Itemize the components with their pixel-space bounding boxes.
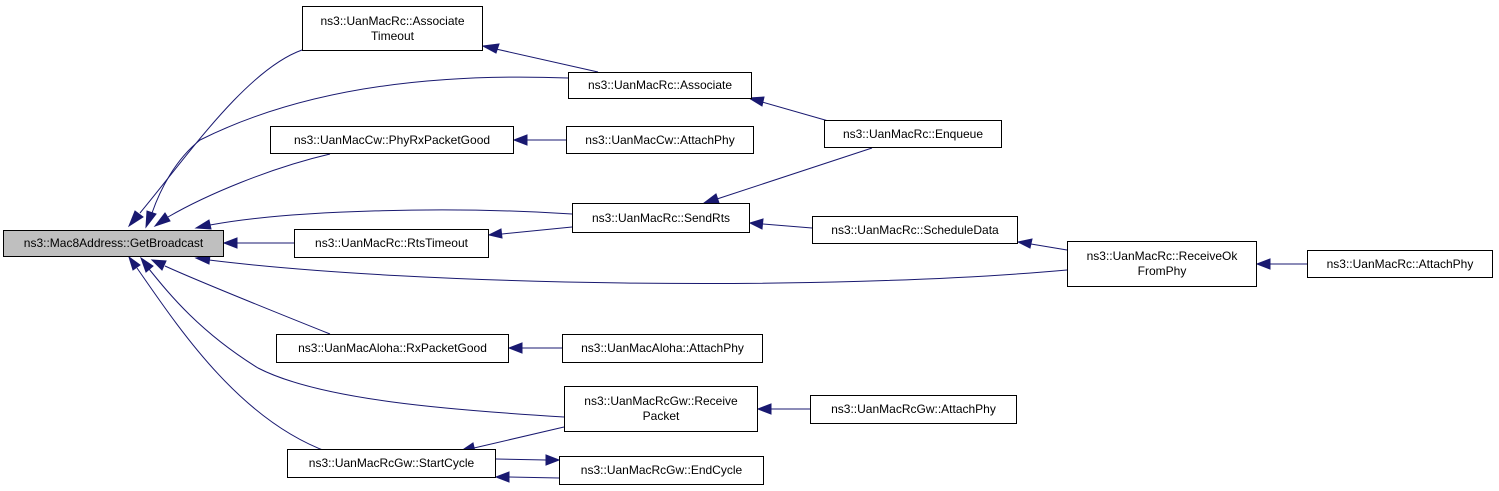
node-rx-packet-good-label: ns3::UanMacAloha::RxPacketGood [298, 341, 487, 355]
edge-send-rts-to-rts-timeout-arrowhead [487, 228, 503, 239]
node-end-cycle-label: ns3::UanMacRcGw::EndCycle [580, 463, 743, 477]
edge-enqueue-to-associate-arrowhead [747, 96, 765, 107]
node-phy-rx-packet-good[interactable]: ns3::UanMacCw::PhyRxPacketGood [270, 126, 514, 154]
node-gw-attach-phy[interactable]: ns3::UanMacRcGw::AttachPhy [810, 395, 1017, 424]
node-receive-ok-from-phy[interactable]: ns3::UanMacRc::ReceiveOk FromPhy [1067, 241, 1257, 287]
node-associate-timeout-label-line1: ns3::UanMacRc::Associate [320, 13, 465, 28]
edge-phy-rx-packet-good-to-root [167, 153, 331, 218]
node-gw-attach-phy-label: ns3::UanMacRcGw::AttachPhy [831, 402, 996, 416]
edge-associate-timeout-to-root-arrowhead [127, 210, 144, 228]
edge-associate-to-associate-timeout [495, 48, 599, 73]
node-end-cycle[interactable]: ns3::UanMacRcGw::EndCycle [559, 456, 764, 485]
edge-start-cycle-to-root [136, 267, 329, 453]
edge-send-rts-to-root [209, 209, 573, 226]
node-rts-timeout[interactable]: ns3::UanMacRc::RtsTimeout [294, 229, 489, 258]
edge-send-rts-to-rts-timeout [501, 226, 573, 235]
edge-enqueue-to-send-rts-arrowhead [702, 193, 720, 204]
edge-aloha-attach-phy-to-rx-packet-good-arrowhead [507, 342, 523, 354]
node-cw-attach-phy[interactable]: ns3::UanMacCw::AttachPhy [566, 126, 754, 154]
edge-schedule-data-to-send-rts [762, 223, 813, 229]
node-root-label: ns3::Mac8Address::GetBroadcast [23, 236, 204, 250]
edge-start-cycle-to-end-cycle-arrowhead [545, 454, 561, 466]
edge-receive-packet-to-root [148, 268, 565, 418]
edge-receive-ok-to-schedule-data-arrowhead [1016, 238, 1033, 249]
node-root: ns3::Mac8Address::GetBroadcast [3, 230, 224, 257]
node-schedule-data-label: ns3::UanMacRc::ScheduleData [831, 222, 999, 237]
node-cw-attach-phy-label: ns3::UanMacCw::AttachPhy [585, 132, 735, 147]
edge-start-cycle-to-end-cycle [495, 458, 547, 461]
node-phy-rx-packet-good-label: ns3::UanMacCw::PhyRxPacketGood [293, 132, 491, 147]
edge-enqueue-to-send-rts [716, 147, 873, 200]
node-receive-packet[interactable]: ns3::UanMacRcGw::Receive Packet [564, 386, 758, 432]
node-receive-ok-from-phy-label-line2: FromPhy [1137, 264, 1187, 278]
edge-associate-timeout-to-root [139, 49, 303, 214]
node-rc-attach-phy-label: ns3::UanMacRc::AttachPhy [1326, 256, 1474, 271]
node-rx-packet-good[interactable]: ns3::UanMacAloha::RxPacketGood [276, 334, 509, 363]
edge-associate-to-root-arrowhead [145, 210, 157, 229]
edge-gw-attach-phy-to-receive-packet-arrowhead [756, 403, 772, 415]
edge-start-cycle-to-root-arrowhead [128, 255, 141, 271]
edge-end-cycle-to-start-cycle [508, 476, 560, 479]
edge-rx-packet-good-to-root [164, 265, 331, 335]
edge-receive-ok-to-schedule-data [1030, 243, 1068, 251]
node-receive-packet-label-line1: ns3::UanMacRcGw::Receive [584, 394, 738, 408]
node-rts-timeout-label: ns3::UanMacRc::RtsTimeout [315, 236, 468, 250]
edge-associate-to-root [151, 76, 569, 214]
node-start-cycle-label: ns3::UanMacRcGw::StartCycle [308, 456, 475, 470]
node-receive-ok-from-phy-label-line1: ns3::UanMacRc::ReceiveOk [1086, 249, 1238, 263]
node-associate-timeout[interactable]: ns3::UanMacRc::Associate Timeout [302, 6, 483, 51]
edge-rc-attach-phy-to-receive-ok-arrowhead [1255, 258, 1271, 270]
edge-receive-ok-to-root [208, 259, 1068, 284]
edge-enqueue-to-associate [761, 101, 833, 123]
node-rc-attach-phy[interactable]: ns3::UanMacRc::AttachPhy [1307, 250, 1493, 278]
edge-receive-packet-to-start-cycle [473, 426, 565, 449]
node-aloha-attach-phy-label: ns3::UanMacAloha::AttachPhy [581, 341, 744, 355]
node-associate-label: ns3::UanMacRc::Associate [587, 78, 733, 92]
node-associate[interactable]: ns3::UanMacRc::Associate [568, 72, 752, 99]
edge-rx-packet-good-to-root-arrowhead [150, 259, 167, 271]
node-aloha-attach-phy[interactable]: ns3::UanMacAloha::AttachPhy [562, 334, 763, 363]
edge-end-cycle-to-start-cycle-arrowhead [494, 471, 510, 483]
node-receive-packet-label-line2: Packet [642, 409, 680, 423]
node-send-rts[interactable]: ns3::UanMacRc::SendRts [572, 203, 750, 233]
node-enqueue-label: ns3::UanMacRc::Enqueue [842, 126, 984, 141]
node-schedule-data[interactable]: ns3::UanMacRc::ScheduleData [812, 216, 1018, 244]
node-start-cycle[interactable]: ns3::UanMacRcGw::StartCycle [287, 449, 496, 478]
node-send-rts-label: ns3::UanMacRc::SendRts [591, 210, 731, 225]
edge-phy-rx-packet-good-to-root-arrowhead [153, 212, 171, 227]
edge-send-rts-to-root-arrowhead [194, 219, 212, 230]
node-enqueue[interactable]: ns3::UanMacRc::Enqueue [824, 120, 1002, 148]
edge-associate-to-associate-timeout-arrowhead [481, 43, 500, 54]
edge-schedule-data-to-send-rts-arrowhead [748, 218, 764, 230]
edge-receive-packet-to-root-arrowhead [140, 256, 154, 273]
edge-rts-timeout-to-root-arrowhead [222, 237, 238, 249]
node-associate-timeout-label-line2: Timeout [371, 28, 414, 43]
edge-cw-attach-phy-to-phy-rx-packet-good-arrowhead [512, 134, 528, 146]
